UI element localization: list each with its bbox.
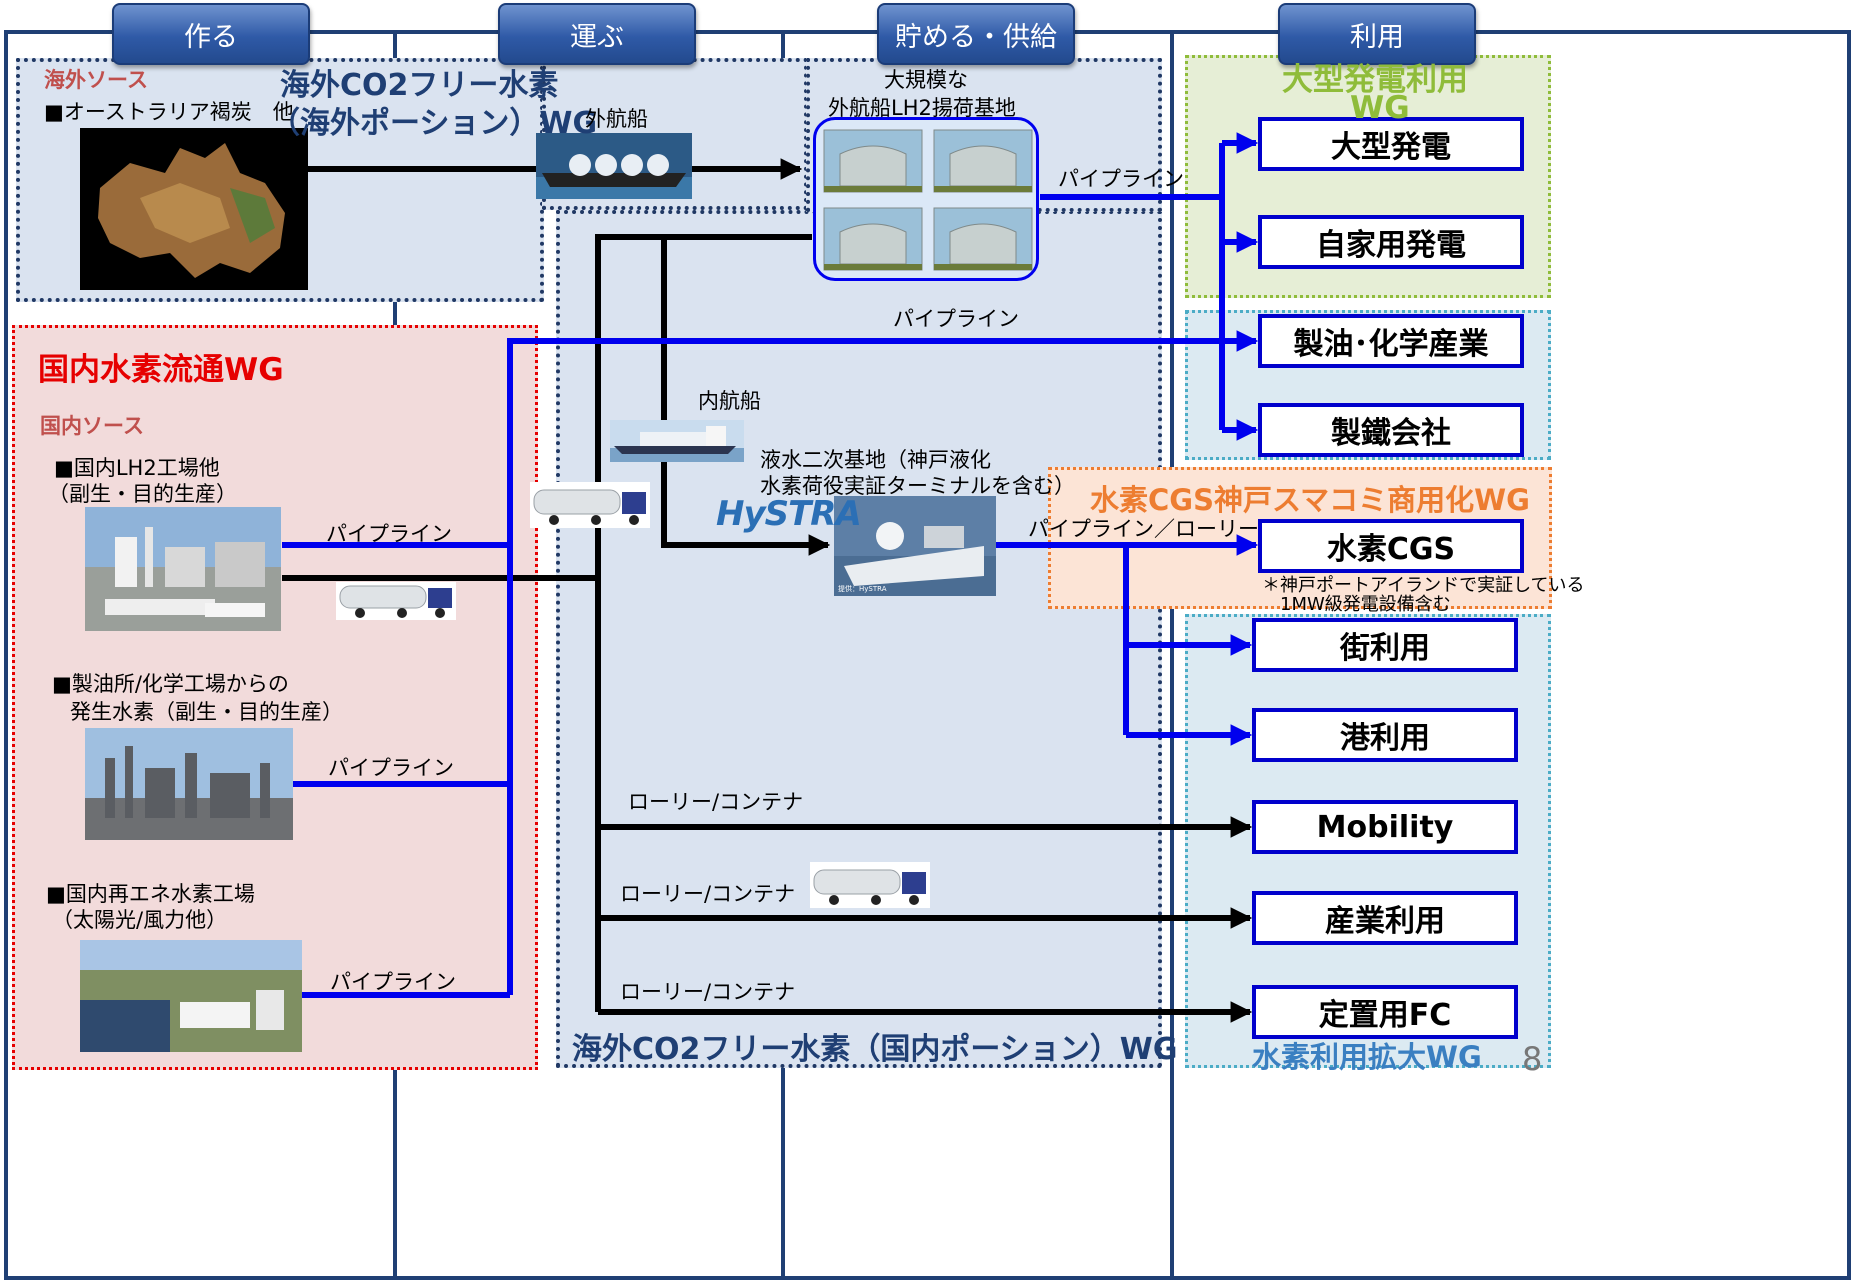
use-refining-chemical: 製油･化学産業: [1258, 314, 1524, 368]
lh2-plant-sub: （副生・目的生産）: [48, 482, 237, 506]
lorry-image-2: [336, 582, 456, 620]
wg-domestic-portion: 海外CO2フリー水素（国内ポーション）WG: [572, 1032, 1178, 1067]
renewable-sub: （太陽光/風力他）: [52, 908, 228, 932]
wg-domestic-distribution: 国内水素流通WG: [38, 352, 284, 388]
ocean-ship-label: 外航船: [585, 107, 648, 131]
use-industry: 産業利用: [1252, 891, 1518, 945]
lh2-plant-label: ■国内LH2工場他: [54, 456, 220, 480]
use-large-power: 大型発電: [1258, 117, 1524, 171]
overseas-source-title: 海外ソース: [44, 68, 148, 92]
secondary-base-photo-credit: 提供：HySTRA: [838, 585, 887, 593]
header-carry: 運ぶ: [498, 3, 696, 65]
pipeline-label-domestic: パイプライン: [893, 307, 1019, 331]
wg-large-power-suffix: WG: [1350, 90, 1410, 126]
use-steel: 製鐵会社: [1258, 403, 1524, 457]
lorry-container-label-2: ローリー/コンテナ: [620, 882, 796, 906]
use-private-power: 自家用発電: [1258, 215, 1524, 269]
header-store-supply: 貯める・供給: [877, 3, 1075, 65]
page-number: 8: [1522, 1040, 1543, 1078]
lorry-container-label-1: ローリー/コンテナ: [628, 790, 804, 814]
renewable-label: ■国内再エネ水素工場: [46, 882, 255, 906]
wg-overseas-co2free: 海外CO2フリー水素: [280, 68, 559, 103]
use-hydrogen-cgs: 水素CGS: [1258, 519, 1524, 573]
renewable-plant-image: [80, 940, 302, 1052]
secondary-base-title-2: 水素荷役実証ターミナルを含む）: [760, 474, 1075, 498]
coastal-ship-image: [610, 420, 744, 462]
secondary-base-title-1: 液水二次基地（神戸液化: [760, 448, 991, 472]
pipeline-label-refinery: パイプライン: [328, 756, 454, 780]
wg-large-power: 大型発電利用: [1282, 62, 1468, 98]
secondary-base-image: 提供：HySTRA: [834, 496, 996, 596]
pipeline-lorry-label: パイプライン／ローリー: [1028, 517, 1259, 541]
lh2-base-title-1: 大規模な: [884, 68, 968, 92]
use-port: 港利用: [1252, 708, 1518, 762]
use-stationary-fc: 定置用FC: [1252, 985, 1518, 1039]
pipeline-label-lh2: パイプライン: [326, 522, 452, 546]
hystra-logo: HySTRA: [716, 494, 862, 534]
pipeline-label-base: パイプライン: [1058, 167, 1184, 191]
header-use: 利用: [1278, 3, 1476, 65]
lorry-container-label-3: ローリー/コンテナ: [620, 980, 796, 1004]
cgs-note-2: 1MW級発電設備含む: [1280, 594, 1451, 615]
header-make: 作る: [112, 3, 310, 65]
pipe-domestic-trunk: [507, 330, 1259, 995]
lh2-plant-image: [85, 507, 281, 631]
ocean-ship-image: [536, 133, 692, 199]
australia-map-image: [80, 128, 308, 290]
wg-usage-expand: 水素利用拡大WG: [1252, 1040, 1482, 1074]
refinery-image: [85, 728, 293, 840]
lorry-image-1: [530, 482, 650, 528]
pipeline-label-renewable: パイプライン: [330, 970, 456, 994]
use-town: 街利用: [1252, 618, 1518, 672]
refinery-label: ■製油所/化学工場からの: [52, 672, 289, 696]
column-divider-3: [1170, 32, 1174, 1280]
coastal-ship-label: 内航船: [698, 389, 761, 413]
wg-overseas-portion: （海外ポーション）WG: [270, 106, 598, 141]
lh2-base-title-2: 外航船LH2揚荷基地: [828, 96, 1016, 120]
cgs-note-1: ＊神戸ポートアイランドで実証している: [1262, 575, 1585, 596]
use-mobility: Mobility: [1252, 800, 1518, 854]
zone-domestic-portion: [556, 210, 1162, 1068]
line-base-trunk: [595, 234, 812, 1012]
lorry-image-3: [810, 862, 930, 908]
lh2-tanks-group: [813, 117, 1039, 281]
wg-kobe-cgs: 水素CGS神戸スマコミ商用化WG: [1090, 483, 1530, 517]
refinery-sub: 発生水素（副生・目的生産）: [70, 700, 343, 724]
overseas-source-item: ■オーストラリア褐炭 他: [44, 100, 294, 124]
domestic-source-title: 国内ソース: [40, 414, 144, 438]
